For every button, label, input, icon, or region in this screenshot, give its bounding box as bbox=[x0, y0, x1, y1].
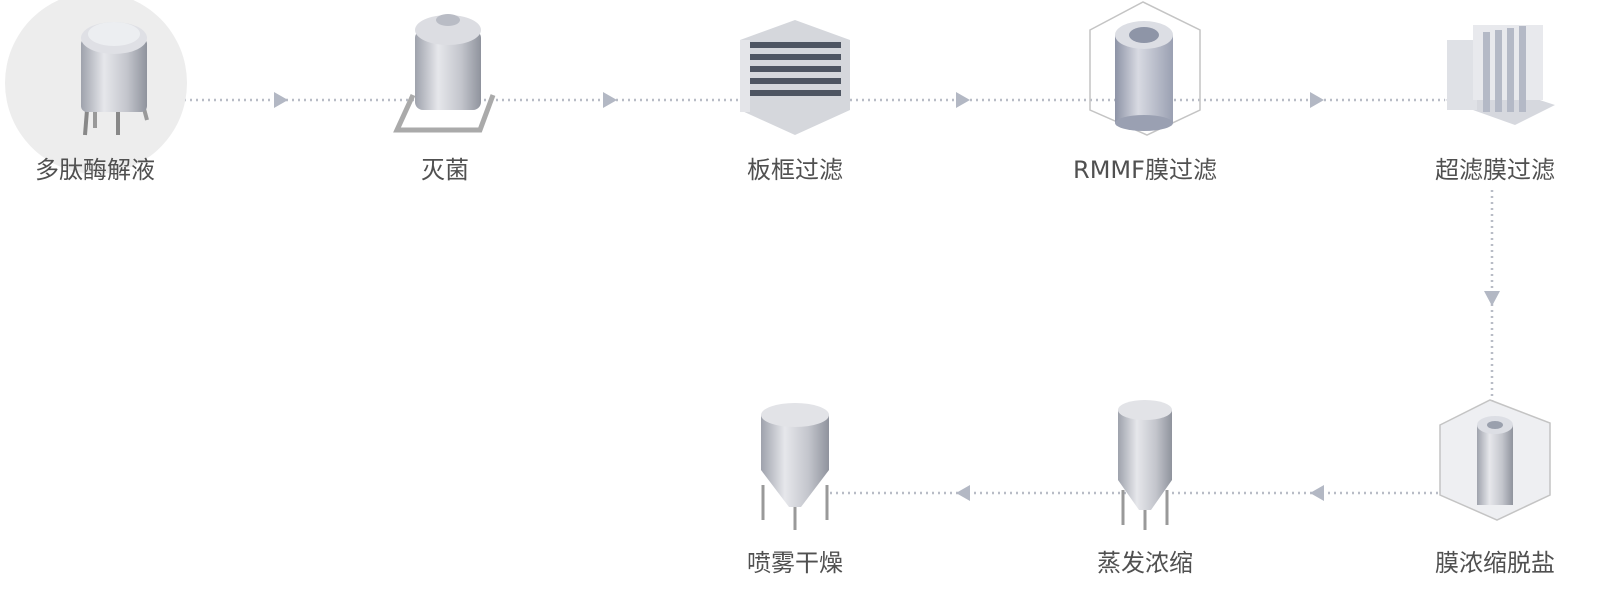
step-label: 板框过滤 bbox=[747, 156, 843, 184]
arrow-right-icon bbox=[956, 92, 970, 108]
step-evaporation-concentration: 蒸发浓缩 bbox=[1035, 395, 1255, 585]
sterilizer-icon bbox=[393, 14, 496, 133]
step-plate-frame-filtration: 板框过滤 bbox=[685, 0, 905, 190]
step-spray-drying: 喷雾干燥 bbox=[685, 395, 905, 585]
arrow-left-icon bbox=[956, 485, 970, 501]
step-label: 膜浓缩脱盐 bbox=[1435, 549, 1555, 577]
step-ultrafiltration: 超滤膜过滤 bbox=[1385, 0, 1605, 190]
step-label: 灭菌 bbox=[421, 156, 469, 184]
step-label: 蒸发浓缩 bbox=[1097, 549, 1193, 577]
ultrafiltration-rack-icon bbox=[1445, 25, 1555, 125]
step-rmmf-membrane-filtration: RMMF膜过滤 bbox=[1035, 0, 1255, 190]
membrane-module-icon bbox=[1439, 399, 1551, 521]
evaporator-icon bbox=[1118, 400, 1172, 530]
step-sterilization: 灭菌 bbox=[335, 0, 555, 190]
plate-frame-filter-icon bbox=[740, 20, 850, 135]
membrane-cartridge-icon bbox=[1089, 1, 1201, 136]
step-label: 喷雾干燥 bbox=[747, 549, 843, 577]
arrow-right-icon bbox=[274, 92, 288, 108]
tank-icon bbox=[81, 22, 149, 136]
step-label: RMMF膜过滤 bbox=[1073, 156, 1217, 184]
step-membrane-concentration-desalination: 膜浓缩脱盐 bbox=[1385, 395, 1605, 585]
step-enzymatic-hydrolysate: 多肽酶解液 bbox=[0, 0, 205, 190]
step-label: 超滤膜过滤 bbox=[1435, 156, 1555, 184]
arrow-right-icon bbox=[1310, 92, 1324, 108]
spray-dryer-icon bbox=[761, 403, 829, 530]
arrow-right-icon bbox=[603, 92, 617, 108]
arrow-left-icon bbox=[1310, 485, 1324, 501]
arrow-down-icon bbox=[1484, 291, 1500, 306]
step-label: 多肽酶解液 bbox=[35, 156, 155, 184]
